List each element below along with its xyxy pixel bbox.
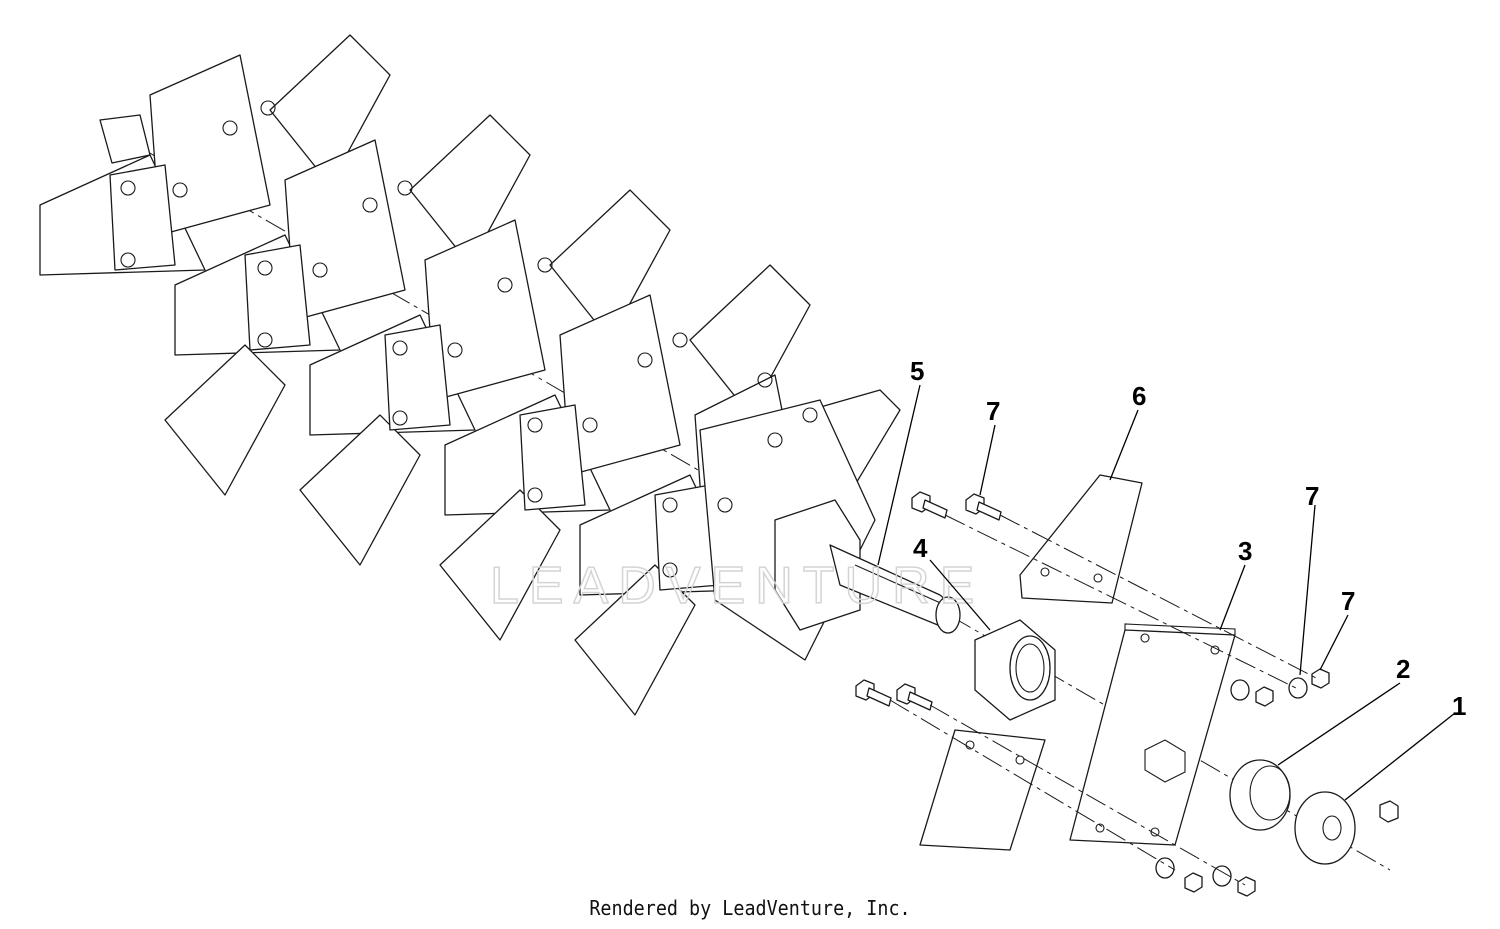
- watermark-text: LEADVENTURE: [490, 557, 984, 615]
- part-6-upper-blade: [1019, 474, 1143, 604]
- callout-5: 5: [910, 356, 924, 386]
- callout-6: 6: [1132, 381, 1146, 411]
- tine-section-3: [299, 189, 671, 566]
- lower-blade: [919, 729, 1046, 851]
- tine-section-4: [439, 264, 811, 641]
- tine-section-2: [164, 114, 531, 496]
- callout-7-right-upper: 7: [1305, 481, 1319, 511]
- callout-2: 2: [1396, 654, 1410, 684]
- tine-section-1: [39, 34, 391, 276]
- part-7-hardware: [855, 491, 1330, 897]
- render-credit: Rendered by LeadVenture, Inc.: [589, 896, 911, 920]
- tine-rotor: [39, 34, 901, 716]
- callout-7-right-lower: 7: [1341, 586, 1355, 616]
- callout-3: 3: [1238, 536, 1252, 566]
- assembly-guide-lines: [889, 514, 1321, 886]
- part-1-locking-collar: [1294, 791, 1399, 865]
- part-3-mounting-plate: [1069, 623, 1236, 846]
- part-2-bearing: [1229, 759, 1291, 831]
- part-4-bushing: [974, 619, 1056, 721]
- callout-leaders: [877, 384, 1456, 801]
- callout-1: 1: [1452, 691, 1466, 721]
- callout-7-upper: 7: [986, 396, 1000, 426]
- part-5-hex-shaft: [774, 499, 961, 634]
- callout-4: 4: [913, 533, 928, 563]
